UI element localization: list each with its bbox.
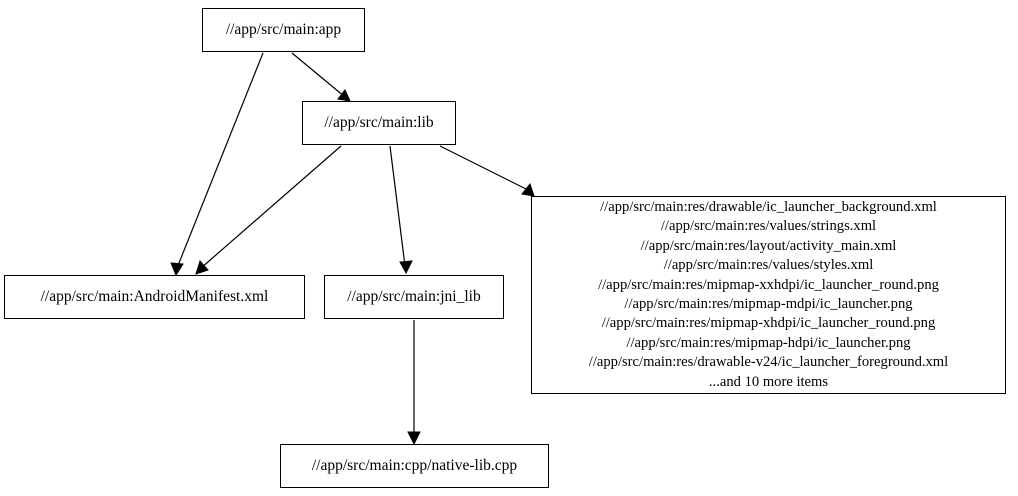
edge-lib-to-jni_lib	[389, 145, 406, 267]
arrowhead-lib-to-res	[521, 182, 535, 197]
graph-node-res[interactable]: //app/src/main:res/drawable/ic_launcher_…	[531, 196, 1006, 394]
arrowhead-lib-to-manifest	[195, 260, 209, 275]
edge-app-to-lib	[291, 52, 346, 98]
graph-node-manifest[interactable]: //app/src/main:AndroidManifest.xml	[4, 275, 305, 319]
arrowhead-app-to-manifest	[170, 262, 184, 277]
graph-node-native_lib[interactable]: //app/src/main:cpp/native-lib.cpp	[280, 444, 549, 488]
edge-lib-to-manifest	[200, 145, 342, 269]
edge-lib-to-res	[439, 145, 529, 191]
graph-node-lib[interactable]: //app/src/main:lib	[302, 101, 456, 145]
graph-node-label-jni_lib: //app/src/main:jni_lib	[347, 288, 481, 306]
arrowhead-jni_lib-to-native_lib	[407, 431, 421, 446]
arrowhead-app-to-lib	[337, 89, 351, 102]
edges-group	[170, 52, 535, 446]
graph-node-app[interactable]: //app/src/main:app	[202, 8, 365, 52]
arrowhead-lib-to-jni_lib	[399, 260, 413, 275]
graph-node-label-app: //app/src/main:app	[225, 21, 342, 39]
graph-node-label-lib: //app/src/main:lib	[324, 114, 434, 132]
graph-node-label-res: //app/src/main:res/drawable/ic_launcher_…	[588, 198, 949, 390]
graph-node-label-manifest: //app/src/main:AndroidManifest.xml	[40, 288, 269, 306]
edge-app-to-manifest	[176, 52, 264, 269]
graph-node-label-native_lib: //app/src/main:cpp/native-lib.cpp	[311, 457, 518, 475]
graph-node-jni_lib[interactable]: //app/src/main:jni_lib	[324, 275, 504, 319]
